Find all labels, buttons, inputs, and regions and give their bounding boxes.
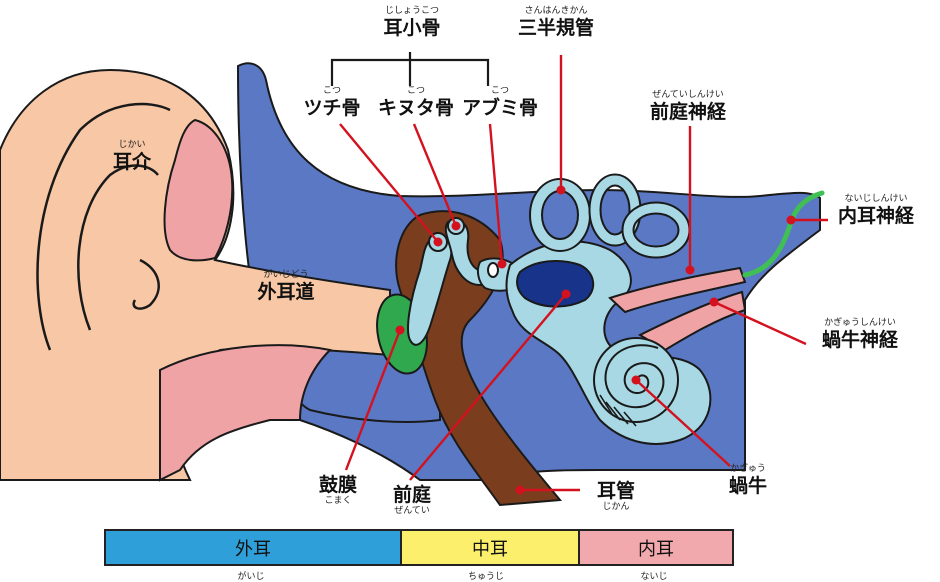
label-vestibulocochlear-nerve: ないじしんけい 内耳神経 [814, 194, 938, 227]
label-stapes-furigana: こつ [452, 86, 548, 97]
region-legend: 外耳 中耳 内耳 [104, 529, 734, 566]
label-eustachian-tube-furigana: じかん [580, 502, 652, 513]
label-pinna: じかい 耳介 [96, 140, 168, 173]
label-vestibular-nerve-furigana: ぜんていしんけい [620, 90, 756, 101]
legend-middle-ear-furigana: ちゅうじ [426, 569, 546, 582]
legend-inner-ear-furigana: ないじ [594, 569, 714, 582]
label-eardrum: 鼓膜 こまく [306, 474, 370, 507]
label-semicircular-canals-text: 三半規管 [496, 17, 616, 39]
label-cochlea-text: 蝸牛 [708, 475, 788, 497]
label-eustachian-tube-text: 耳管 [580, 480, 652, 502]
legend-outer-ear: 外耳 [106, 531, 400, 564]
legend-inner-ear: 内耳 [578, 531, 732, 564]
label-pinna-text: 耳介 [96, 151, 168, 173]
ossicle-bracket [332, 52, 488, 86]
label-ear-canal-text: 外耳道 [238, 281, 334, 303]
label-pinna-furigana: じかい [96, 140, 168, 151]
label-cochlea-furigana: かぎゅう [708, 464, 788, 475]
legend-inner-ear-text: 内耳 [638, 535, 674, 561]
label-stapes-text: アブミ骨 [452, 97, 548, 119]
label-cochlear-nerve-furigana: かぎゅうしんけい [800, 318, 920, 329]
legend-outer-ear-text: 外耳 [235, 535, 271, 561]
label-vestibular-nerve-text: 前庭神経 [620, 101, 756, 123]
label-cochlear-nerve: かぎゅうしんけい 蝸牛神経 [800, 318, 920, 351]
label-eustachian-tube: 耳管 じかん [580, 480, 652, 513]
legend-middle-ear: 中耳 [400, 531, 578, 564]
vestibule [517, 261, 593, 307]
label-semicircular-canals: さんはんきかん 三半規管 [496, 6, 616, 39]
label-malleus: こつ ツチ骨 [284, 86, 380, 119]
label-ear-canal-furigana: がいじどう [238, 270, 334, 281]
label-ossicles-furigana: じしょうこつ [352, 6, 472, 17]
label-stapes: こつ アブミ骨 [452, 86, 548, 119]
label-cochlear-nerve-text: 蝸牛神経 [800, 329, 920, 351]
label-ossicles: じしょうこつ 耳小骨 [352, 6, 472, 39]
legend-middle-ear-text: 中耳 [472, 535, 508, 561]
label-semicircular-canals-furigana: さんはんきかん [496, 6, 616, 17]
label-eardrum-text: 鼓膜 [306, 474, 370, 496]
stapes-ring [488, 263, 498, 277]
label-ear-canal: がいじどう 外耳道 [238, 270, 334, 303]
label-vestibule: 前庭 ぜんてい [376, 484, 448, 517]
label-ossicles-text: 耳小骨 [352, 17, 472, 39]
label-malleus-furigana: こつ [284, 86, 380, 97]
legend-outer-ear-furigana: がいじ [191, 569, 311, 582]
label-vestibulocochlear-nerve-furigana: ないじしんけい [814, 194, 938, 205]
label-vestibule-text: 前庭 [376, 484, 448, 506]
label-vestibular-nerve: ぜんていしんけい 前庭神経 [620, 90, 756, 123]
label-vestibulocochlear-nerve-text: 内耳神経 [814, 205, 938, 227]
label-incus-furigana: こつ [368, 86, 464, 97]
label-incus-text: キヌタ骨 [368, 97, 464, 119]
label-cochlea: かぎゅう 蝸牛 [708, 464, 788, 497]
label-incus: こつ キヌタ骨 [368, 86, 464, 119]
label-eardrum-furigana: こまく [306, 496, 370, 507]
label-vestibule-furigana: ぜんてい [376, 506, 448, 517]
label-malleus-text: ツチ骨 [284, 97, 380, 119]
